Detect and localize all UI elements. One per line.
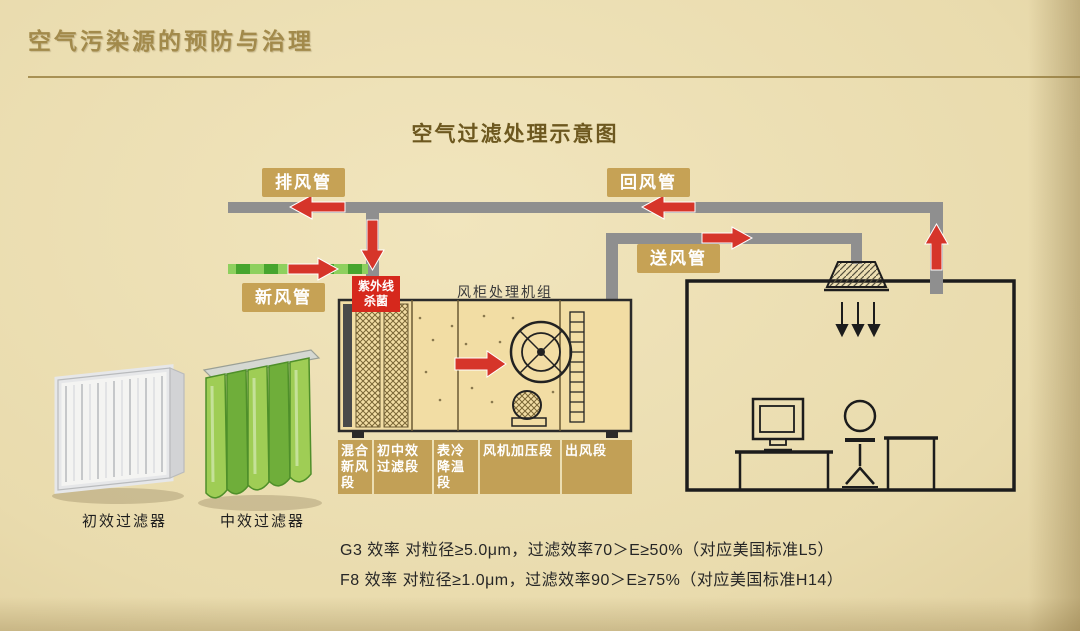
label-fresh-duct: 新风管 (242, 283, 325, 312)
note-g3: G3 效率 对粒径≥5.0μm，过滤效率70＞E≥50%（对应美国标准L5） (340, 542, 834, 559)
desk (735, 450, 833, 490)
ahu-section-outlet: 出风段 (562, 440, 632, 494)
note-f8: F8 效率 对粒径≥1.0μm，过滤效率90＞E≥75%（对应美国标准H14） (340, 572, 844, 589)
diagram-title: 空气过滤处理示意图 (411, 123, 619, 146)
primary-filter-caption: 初效过滤器 (82, 513, 168, 530)
ahu-filter-panel (355, 303, 381, 428)
arrow-return-left (640, 194, 696, 220)
medium-filter-image (198, 349, 322, 511)
ahu-leg (352, 431, 364, 438)
label-return-duct: 回风管 (607, 168, 690, 197)
ahu-section-cooling: 表冷降温段 (434, 440, 478, 494)
exhaust-return-duct (228, 202, 943, 213)
ahu-section-filter: 初中效过滤段 (374, 440, 432, 494)
uv-label-line1: 紫外线 (357, 279, 394, 293)
ahu-section-mixing: 混合新风段 (338, 440, 372, 494)
ahu-leg (606, 431, 618, 438)
office-chair (842, 399, 878, 488)
label-supply-duct: 送风管 (637, 244, 720, 273)
computer-monitor (751, 397, 805, 452)
uv-label-line2: 杀菌 (363, 294, 388, 308)
room-furniture (735, 397, 938, 490)
uv-sterilization-label: 紫外线 杀菌 (352, 276, 400, 312)
ahu-louver (569, 311, 585, 423)
arrow-exhaust-left (288, 194, 346, 220)
efficiency-notes: G3 效率 对粒径≥5.0μm，过滤效率70＞E≥50%（对应美国标准L5） F… (340, 536, 843, 596)
ahu-section-fan: 风机加压段 (480, 440, 560, 494)
supply-riser-duct (606, 233, 618, 305)
ahu-fan-motor (511, 390, 547, 427)
ahu-caption: 风柜处理机组 (457, 284, 553, 300)
ahu-filter-panel (383, 303, 409, 428)
header-rule (28, 76, 1080, 78)
primary-filter-image (52, 364, 185, 504)
ahu-left-panel (343, 304, 352, 427)
arrow-return-up (924, 222, 949, 271)
ahu-speckles (418, 314, 555, 404)
slide-header: 空气污染源的预防与治理 (28, 28, 314, 54)
arrow-supply-right (701, 226, 754, 250)
side-table (884, 436, 938, 490)
medium-filter-caption: 中效过滤器 (220, 513, 306, 530)
label-exhaust-duct: 排风管 (262, 168, 345, 197)
diffuser-drop-duct (851, 240, 862, 264)
arrow-ahu-internal (454, 350, 507, 378)
airflow-arrows (287, 194, 949, 378)
arrow-down-to-ahu (360, 219, 385, 272)
arrow-fresh-right (287, 257, 340, 281)
airflow-down-arrows (835, 302, 881, 338)
ceiling-diffuser (824, 261, 889, 338)
clean-room-outline (685, 279, 1016, 492)
